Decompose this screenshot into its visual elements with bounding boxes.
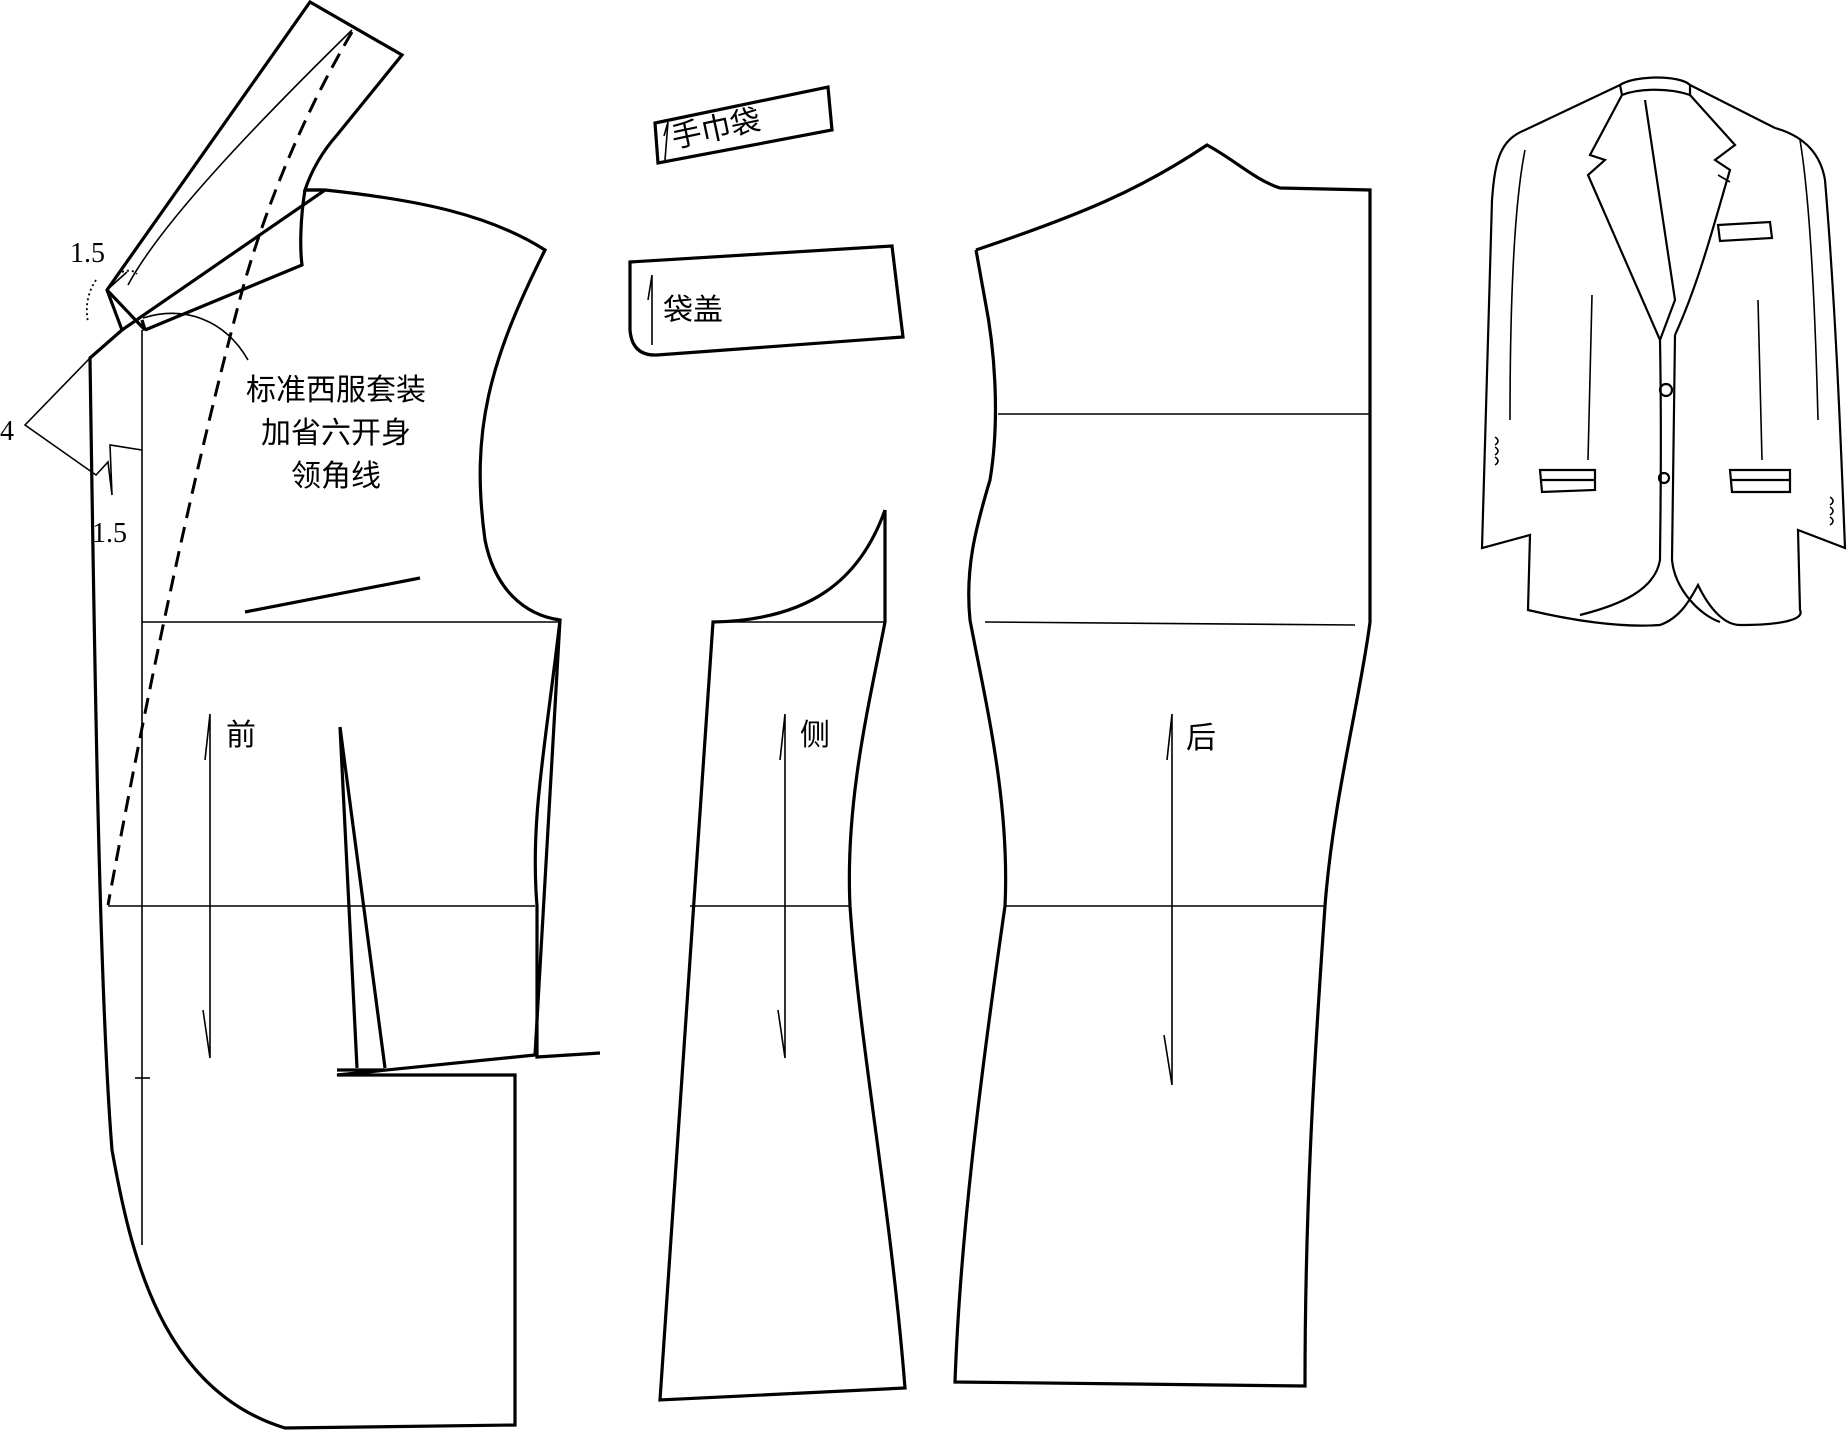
jacket-buttonhole (1717, 174, 1731, 183)
jacket-pocket-left (1538, 468, 1597, 494)
side-piece (658, 509, 907, 1402)
lapel-point-triangle (23, 357, 143, 496)
back-piece (953, 143, 1372, 1388)
jacket-cuff-buttons-left (1494, 436, 1499, 466)
jacket-chest-pocket (1716, 220, 1774, 243)
front-dart (338, 726, 387, 1069)
collar-notch-measure: 1.5 (70, 238, 105, 269)
welt-pocket-label: 手巾袋 (668, 103, 763, 156)
title-line-2: 加省六开身 (261, 416, 411, 451)
lapel-notch-line (105, 288, 147, 332)
jacket-pocket-right (1728, 468, 1792, 494)
title-line-3: 领角线 (291, 459, 381, 494)
welt-pocket-outline (653, 85, 834, 165)
collar-inner-line (127, 29, 353, 286)
chest-pocket-line (244, 576, 421, 614)
jacket-front-edge (1579, 339, 1662, 617)
title-line-1: 标准西服套装 (246, 373, 426, 408)
jacket-front-edge-right (1670, 334, 1721, 624)
jacket-lapel-right (1673, 94, 1737, 336)
jacket-collar-back (1618, 76, 1692, 97)
front-label: 前 (226, 718, 256, 753)
jacket-button-top (1658, 382, 1674, 398)
welt-pocket-grain (663, 121, 669, 161)
lapel-point-measure: 4 (0, 416, 14, 447)
front-outline (88, 188, 562, 1430)
back-label: 后 (1186, 721, 1216, 756)
front-piece (23, 0, 601, 1430)
collar-dotted-arc-top (121, 269, 138, 275)
jacket-lapel-left (1586, 94, 1677, 343)
side-outline (658, 509, 907, 1402)
front-grain-line (202, 713, 211, 1059)
side-label: 侧 (800, 718, 830, 753)
jacket-cuff-buttons-right (1829, 496, 1834, 526)
jacket-illustration (1480, 76, 1847, 627)
back-outline (953, 143, 1372, 1388)
collar-roll-curve (142, 312, 249, 361)
jacket-sleeve-right (1757, 139, 1819, 461)
jacket-button-bottom (1657, 471, 1671, 485)
back-grain-line (1163, 713, 1173, 1086)
jacket-sleeve-left (1509, 149, 1593, 461)
pocket-flap-grain (647, 274, 653, 345)
side-grain-line (777, 713, 786, 1059)
pocket-flap (628, 244, 905, 357)
back-chest-line (984, 621, 1356, 626)
neckline (144, 189, 307, 332)
lapel-notch-guide (106, 271, 128, 291)
collar-dotted-arc (85, 279, 97, 323)
lapel-notch-measure: 1.5 (92, 518, 127, 549)
front-side-seam (533, 619, 601, 1059)
pocket-flap-outline (628, 244, 905, 357)
pocket-flap-label: 袋盖 (663, 293, 723, 328)
collar-band (105, 0, 405, 331)
jacket-body-outline (1480, 84, 1847, 627)
roll-line (106, 31, 354, 906)
welt-pocket (653, 85, 834, 165)
